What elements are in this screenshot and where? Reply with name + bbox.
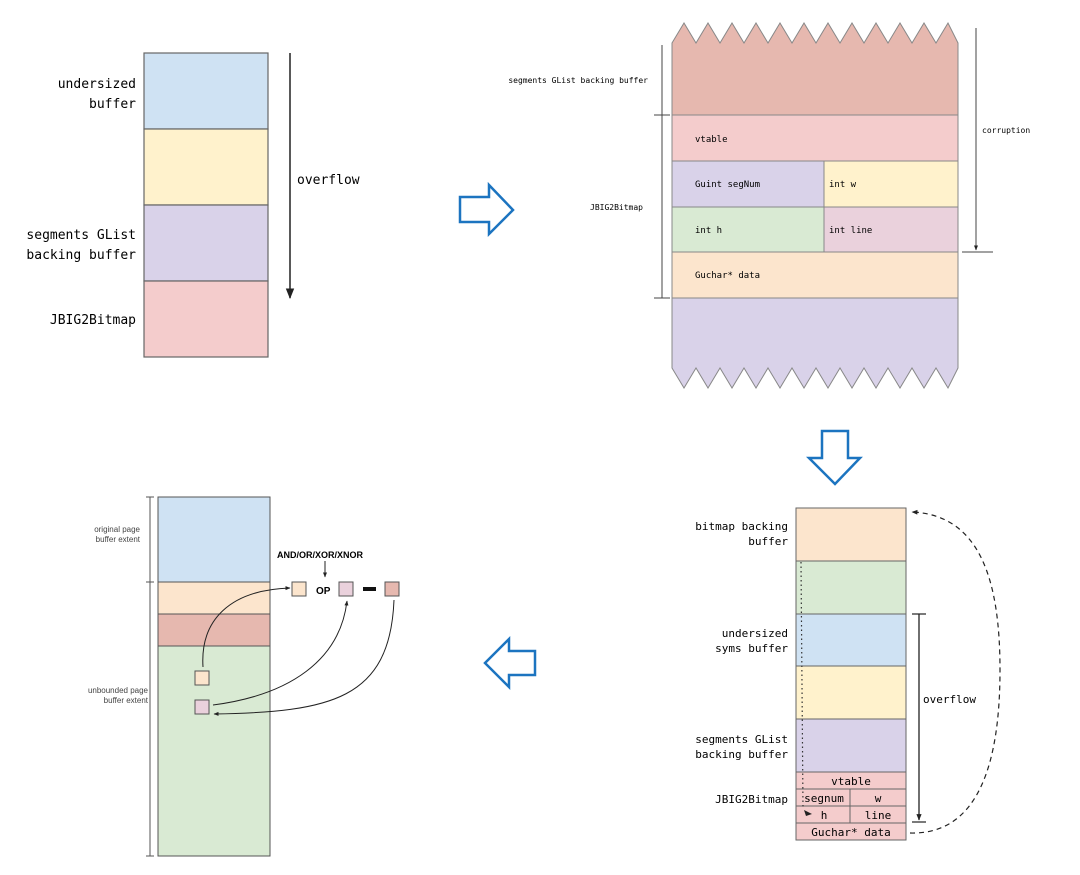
label-original-page: original page: [94, 525, 140, 534]
curve-peach-to-operand: [202, 586, 291, 668]
label-segments-glist-3: segments GList: [695, 733, 788, 746]
block-jbig2bitmap: [143, 280, 269, 358]
label-buffer: buffer: [89, 97, 136, 112]
field-data-2: [795, 822, 907, 841]
label-undersized: undersized: [58, 77, 136, 92]
field-segnum-label: Guint segNum: [695, 180, 760, 190]
block-purple-torn: [671, 297, 959, 390]
block-yellow: [143, 128, 269, 206]
label-jbig2bitmap-3: JBIG2Bitmap: [715, 793, 788, 806]
source-pixel-mauve: [194, 699, 210, 715]
block-segments-glist: [143, 204, 269, 282]
label-jbig2bitmap: JBIG2Bitmap: [50, 313, 136, 328]
label-corruption: corruption: [982, 126, 1030, 135]
block-undersized-syms: [795, 613, 907, 667]
field-line-2-label: line: [865, 809, 892, 822]
block-peach: [157, 581, 271, 615]
label-ops: AND/OR/XOR/XNOR: [277, 550, 364, 560]
field-h-label: int h: [695, 226, 722, 236]
arrow-down-icon: [805, 429, 863, 486]
field-vtable-label: vtable: [695, 135, 728, 145]
label-jbig2bitmap-struct: JBIG2Bitmap: [590, 203, 643, 212]
field-data: [671, 251, 959, 299]
label-bitmap-backing-buffer: buffer: [748, 535, 788, 548]
label-overflow: overflow: [297, 173, 360, 188]
label-undersized-2: undersized: [722, 627, 788, 640]
label-syms-buffer: syms buffer: [715, 642, 788, 655]
field-data-2-label: Guchar* data: [811, 826, 890, 839]
field-line-label: int line: [829, 226, 872, 236]
block-undersized-buffer: [143, 52, 269, 130]
label-unbounded-extent: buffer extent: [104, 696, 149, 705]
field-h-2-label: h: [821, 809, 828, 822]
block-yellow-2: [795, 665, 907, 720]
h-pointer-arrowhead-icon: [804, 810, 812, 816]
arrow-right-icon: [458, 181, 515, 238]
field-w-2-label: w: [875, 792, 882, 805]
field-line: [823, 206, 959, 253]
dashed-data-pointer: [909, 509, 1001, 834]
field-data-label: Guchar* data: [695, 271, 760, 281]
block-original-page: [157, 496, 271, 583]
arrow-left-icon: [483, 635, 537, 691]
field-w-label: int w: [829, 180, 857, 190]
label-segments-glist: segments GList: [26, 228, 136, 243]
field-segnum: [671, 160, 825, 208]
result-pixel: [384, 581, 400, 597]
label-backing-buffer: backing buffer: [26, 248, 136, 263]
block-segments-glist-torn: [671, 21, 959, 116]
panel-self-reference: vtable segnum w h line Guchar* data bitm…: [695, 507, 1001, 841]
label-bitmap-backing: bitmap backing: [695, 520, 788, 533]
label-overflow-2: overflow: [923, 693, 976, 706]
curve-mauve-to-operand: [212, 600, 349, 706]
label-unbounded-page: unbounded page: [88, 686, 149, 695]
label-backing-buffer-3: backing buffer: [695, 748, 788, 761]
block-segments-glist-2: [795, 718, 907, 773]
field-segnum-2-label: segnum: [804, 792, 844, 805]
block-rose: [157, 613, 271, 647]
label-segments-glist-backing: segments GList backing buffer: [508, 76, 648, 85]
curve-result-to-mauve: [213, 599, 395, 716]
dotted-h-pointer: [800, 561, 804, 809]
source-pixel-peach: [194, 670, 210, 686]
block-bitmap-backing: [795, 507, 907, 562]
block-green: [795, 560, 907, 615]
panel-initial-layout: undersized buffer segments GList backing…: [26, 52, 360, 358]
equals-bar-icon: [363, 587, 376, 591]
field-vtable-2-label: vtable: [831, 775, 871, 788]
operand-b-pixel: [338, 581, 354, 597]
label-op: OP: [316, 586, 331, 597]
block-unbounded-green: [157, 645, 271, 857]
operand-a-pixel: [291, 581, 307, 597]
label-original-extent: buffer extent: [96, 535, 141, 544]
panel-logical-operations: original page buffer extent unbounded pa…: [88, 496, 400, 857]
panel-corruption-detail: vtable Guint segNum int w int h int line…: [508, 21, 1030, 390]
